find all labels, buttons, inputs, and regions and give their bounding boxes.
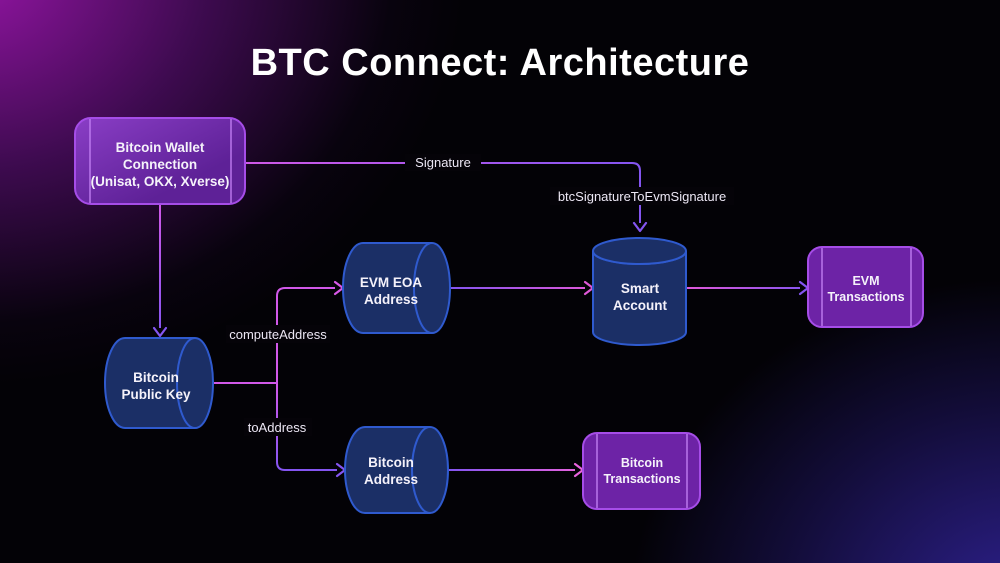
cylinder-cap — [413, 242, 433, 334]
edge-public-key-branch — [213, 280, 347, 478]
cylinder-cap — [176, 337, 196, 429]
edge-wallet-to-public-key — [152, 203, 168, 338]
arrowhead-down-icon — [632, 221, 648, 233]
edge-btc-address-to-btc-transactions — [448, 462, 585, 478]
arrowhead-right-icon — [333, 280, 345, 296]
svg-text:EVM EOA: EVM EOA — [360, 275, 423, 290]
svg-text:toAddress: toAddress — [248, 420, 307, 435]
svg-text:EVM: EVM — [852, 274, 879, 288]
svg-text:Signature: Signature — [415, 155, 471, 170]
svg-text:Bitcoin: Bitcoin — [133, 370, 179, 385]
svg-text:Transactions: Transactions — [603, 472, 680, 486]
svg-text:Address: Address — [364, 472, 418, 487]
node-bitcoin-address: Bitcoin Address — [344, 426, 449, 514]
svg-text:(Unisat, OKX, Xverse): (Unisat, OKX, Xverse) — [91, 174, 230, 189]
svg-text:Account: Account — [613, 298, 668, 313]
cylinder-cap — [411, 426, 431, 514]
arrowhead-down-icon — [152, 326, 168, 338]
svg-text:Bitcoin: Bitcoin — [621, 456, 663, 470]
page-title: BTC Connect: Architecture — [250, 42, 750, 84]
arrowhead-right-icon — [335, 462, 347, 478]
node-bitcoin-transactions: Bitcoin Transactions — [582, 432, 701, 510]
arrowhead-right-icon — [583, 280, 595, 296]
arrowhead-right-icon — [798, 280, 810, 296]
svg-text:Bitcoin Wallet: Bitcoin Wallet — [116, 140, 205, 155]
arrowhead-right-icon — [573, 462, 585, 478]
edge-eoa-to-smart-account — [450, 280, 595, 296]
svg-text:Connection: Connection — [123, 157, 197, 172]
svg-text:btcSignatureToEvmSignature: btcSignatureToEvmSignature — [558, 189, 726, 204]
edge-label-to-address: toAddress — [244, 418, 312, 436]
node-evm-eoa-address: EVM EOA Address — [342, 242, 451, 334]
node-bitcoin-wallet-connection: Bitcoin Wallet Connection (Unisat, OKX, … — [74, 117, 246, 205]
edge-signature — [245, 162, 648, 233]
node-evm-transactions: EVM Transactions — [807, 246, 924, 328]
edge-label-compute-address: computeAddress — [226, 325, 330, 343]
cylinder-top — [592, 237, 687, 265]
node-smart-account: Smart Account — [592, 237, 687, 346]
svg-text:computeAddress: computeAddress — [229, 327, 327, 342]
edge-smart-account-to-evm-transactions — [686, 280, 810, 296]
svg-text:Transactions: Transactions — [827, 290, 904, 304]
svg-text:Address: Address — [364, 292, 418, 307]
svg-text:Smart: Smart — [621, 281, 660, 296]
svg-text:Public Key: Public Key — [121, 387, 191, 402]
edge-label-btc-signature: btcSignatureToEvmSignature — [550, 187, 734, 205]
svg-text:Bitcoin: Bitcoin — [368, 455, 414, 470]
edge-label-signature: Signature — [405, 154, 481, 171]
node-bitcoin-public-key: Bitcoin Public Key — [104, 337, 214, 429]
